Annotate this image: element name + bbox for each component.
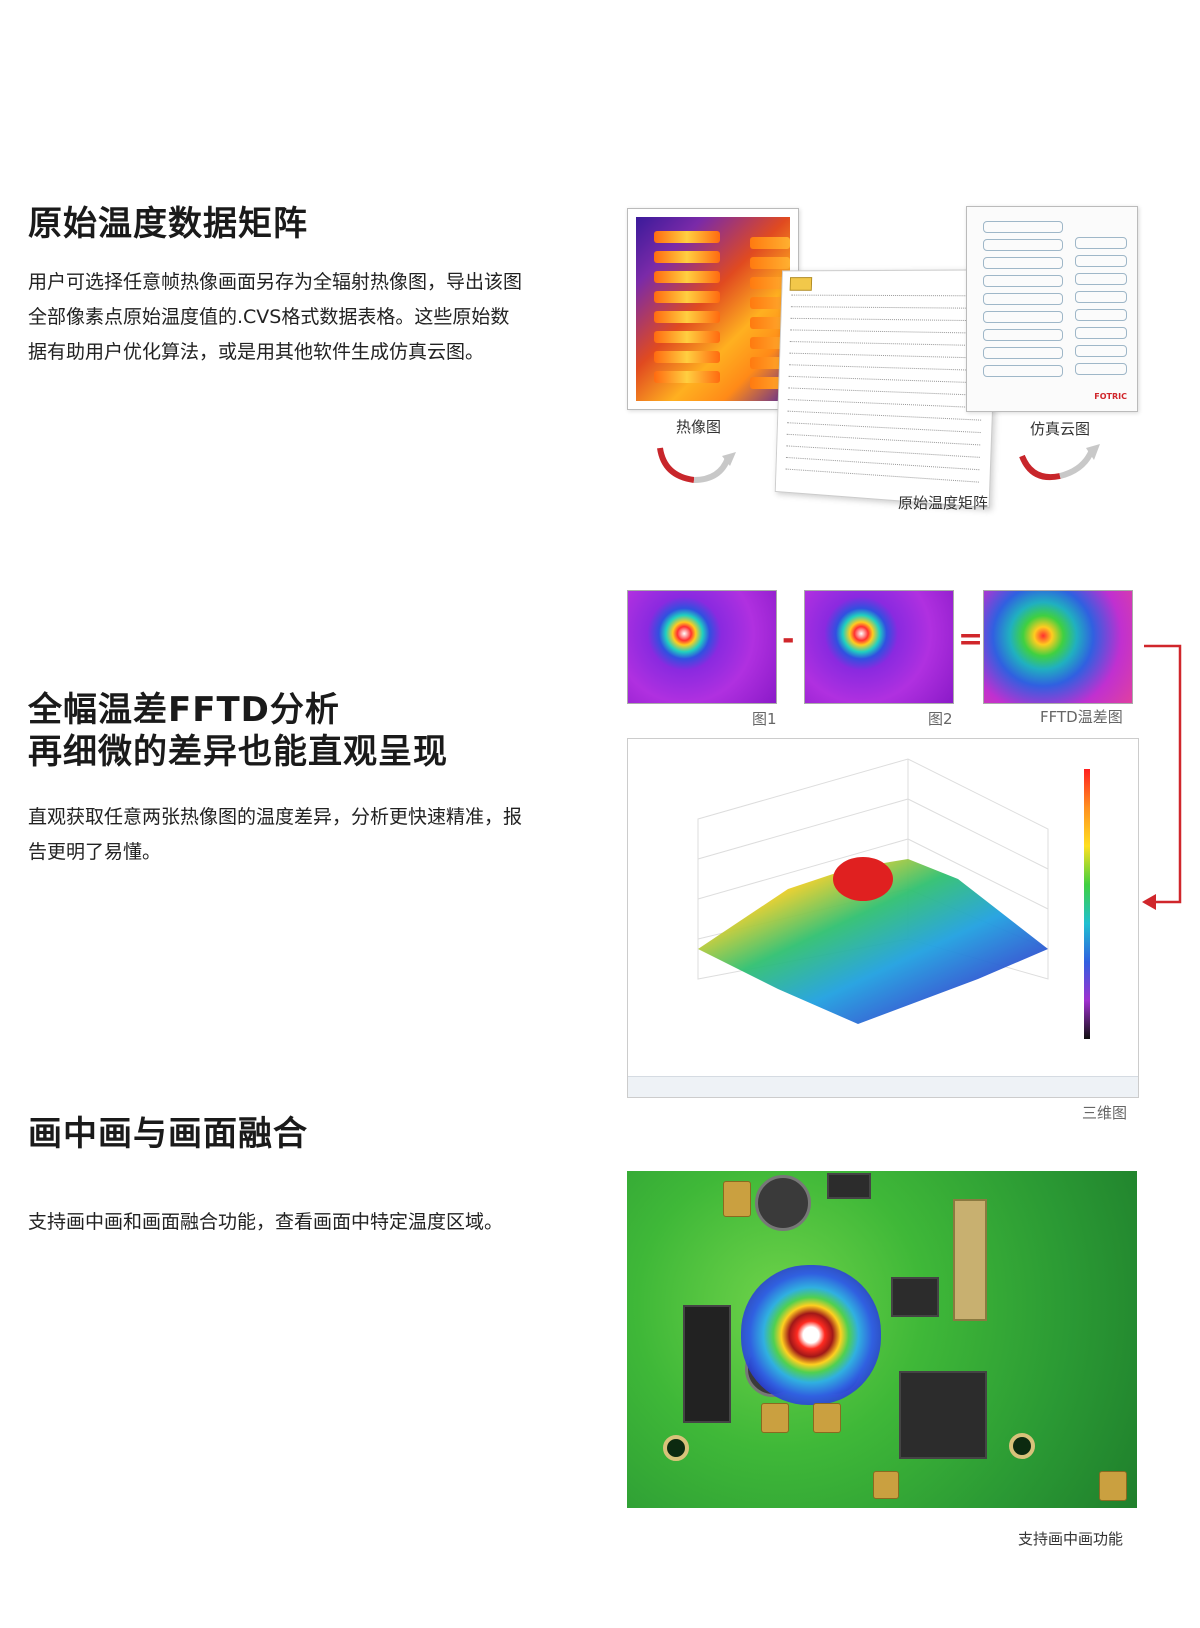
thermal-image [636, 217, 790, 401]
section2-body: 直观获取任意两张热像图的温度差异，分析更快速精准，报告更明了易懂。 [28, 806, 523, 863]
brand-logo: FOTRIC [1094, 392, 1127, 401]
connector [953, 1199, 987, 1321]
caption-pip: 支持画中画功能 [1018, 1530, 1124, 1548]
mounting-hole [1009, 1433, 1035, 1459]
section3-body: 支持画中画和画面融合功能，查看画面中特定温度区域。 [28, 1211, 504, 1233]
cycle-arrow-icon-2 [1019, 444, 1100, 480]
thermal-image-2 [804, 590, 954, 704]
simulation-cloud-card: FOTRIC [966, 206, 1138, 412]
thermal-image-1 [627, 590, 777, 704]
flow-arrow-icon [1142, 644, 1182, 910]
color-scale-bar [1084, 769, 1090, 1039]
mounting-hole [663, 1435, 689, 1461]
section2-title-line1: 全幅温差FFTD分析 [28, 690, 340, 730]
section2-title-line2: 再细微的差异也能直观呈现 [28, 732, 448, 772]
spreadsheet-icon [789, 277, 813, 291]
section1-title: 原始温度数据矩阵 [28, 204, 308, 244]
inductor [755, 1175, 811, 1231]
plot-toolbar [628, 1076, 1138, 1097]
minus-sign: - [782, 622, 795, 657]
pcb-picture-in-picture [627, 1171, 1137, 1508]
caption-matrix: 原始温度矩阵 [898, 494, 989, 512]
cycle-arrow-icon [657, 447, 736, 483]
equals-sign: = [958, 622, 984, 657]
caption-fftd: FFTD温差图 [1040, 708, 1123, 726]
section3-title: 画中画与画面融合 [28, 1114, 308, 1154]
3d-surface-plot [627, 738, 1139, 1098]
temperature-matrix-sheet [774, 269, 999, 509]
caption-img2: 图2 [928, 710, 953, 728]
caption-simulation: 仿真云图 [1030, 420, 1091, 438]
thermal-overlay [741, 1265, 881, 1405]
caption-thermal: 热像图 [676, 418, 722, 436]
processor-chip [899, 1371, 987, 1459]
caption-img1: 图1 [752, 710, 777, 728]
thermal-image-card [627, 208, 799, 410]
caption-3d: 三维图 [1082, 1104, 1128, 1122]
pin-header [683, 1305, 731, 1423]
section1-body: 用户可选择任意帧热像画面另存为全辐射热像图，导出该图全部像素点原始温度值的.CV… [28, 271, 523, 363]
fftd-difference-image [983, 590, 1133, 704]
surface-plot-graphic [697, 758, 1049, 1024]
